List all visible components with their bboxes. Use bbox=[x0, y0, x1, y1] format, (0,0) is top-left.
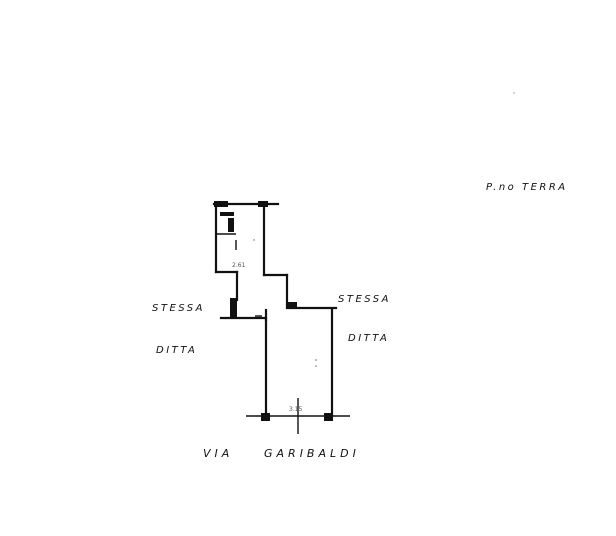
speck bbox=[253, 239, 255, 241]
upper-room-mark: 2.61 bbox=[232, 262, 246, 269]
street-name-label: GARIBALDI bbox=[264, 447, 360, 460]
right-neighbour-stessa-label: STESSA bbox=[338, 294, 391, 305]
bathroom-fixture-right bbox=[228, 218, 234, 232]
street-via-label: VIA bbox=[203, 447, 233, 460]
pillar-front-right bbox=[324, 413, 333, 421]
pillar-middle-left bbox=[230, 298, 237, 318]
speck bbox=[315, 359, 317, 361]
speck bbox=[513, 92, 515, 94]
pillar-top-left bbox=[214, 201, 228, 207]
left-neighbour-stessa-label: STESSA bbox=[152, 303, 205, 314]
speck bbox=[315, 365, 317, 367]
pillar-front-left bbox=[261, 413, 270, 421]
upper-unit: 2.61 bbox=[212, 201, 289, 308]
left-neighbour-ditta-label: DITTA bbox=[156, 345, 197, 356]
middle-section bbox=[219, 298, 338, 322]
lower-room-mark: 3.15 bbox=[289, 406, 303, 413]
right-neighbour-ditta-label: DITTA bbox=[348, 333, 389, 344]
floor-level-label: P.no TERRA bbox=[486, 182, 568, 193]
bathroom-fixture-top bbox=[220, 212, 234, 216]
lower-unit: 3.15 bbox=[246, 92, 515, 434]
pillar-middle-right bbox=[287, 302, 297, 308]
